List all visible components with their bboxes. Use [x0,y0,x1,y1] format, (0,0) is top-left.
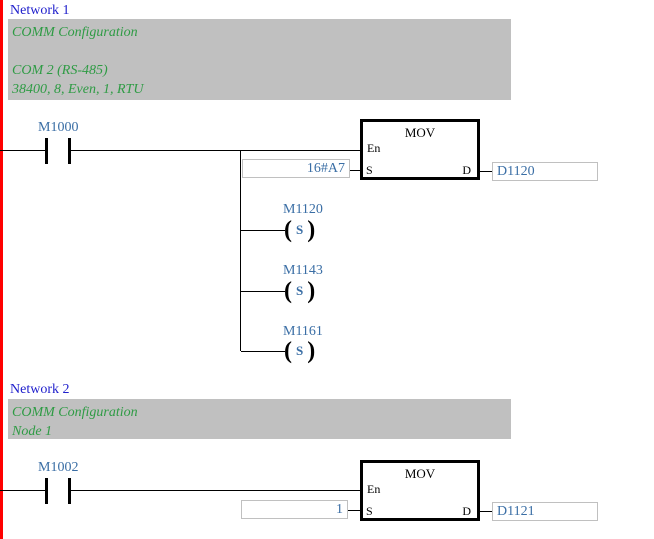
contact-operand-label[interactable]: M1002 [38,460,79,475]
comment-line [12,42,511,61]
coil-operand-label[interactable]: M1120 [283,202,323,217]
d-operand-box[interactable]: D1121 [492,502,598,521]
s-pin-wire [350,170,360,171]
comment-line: 38400, 8, Even, 1, RTU [12,82,144,97]
mov-function-block[interactable]: MOV En S D [360,119,480,180]
coil-stub-wire [241,230,285,231]
set-coil-symbol[interactable]: S [284,280,315,302]
network-2-title[interactable]: Network 2 [10,382,70,397]
rung1-wire-left [0,150,45,151]
coil-stub-wire [241,291,285,292]
comment-line: COM 2 (RS-485) [12,63,108,78]
network-1-title[interactable]: Network 1 [10,3,70,18]
pin-s-label: S [366,163,373,177]
s-operand-box[interactable]: 1 [241,500,348,519]
pin-s-label: S [366,504,373,518]
coil-modifier: S [296,283,304,298]
network-1-comment-box[interactable]: COMM Configuration COM 2 (RS-485) 38400,… [8,19,511,100]
mov-function-block[interactable]: MOV En S D [360,460,480,521]
rung1-branch-wire [240,150,241,351]
no-contact-symbol[interactable] [68,478,71,504]
s-pin-wire [348,510,360,511]
comment-line: COMM Configuration [12,405,138,420]
set-coil-symbol[interactable]: S [284,219,315,241]
d-operand-box[interactable]: D1120 [492,162,598,181]
rung2-wire-left [0,490,45,491]
contact-operand-label[interactable]: M1000 [38,120,79,135]
pin-en-label: En [367,141,381,155]
coil-modifier: S [296,343,304,358]
pin-d-label: D [462,504,471,518]
power-rail [0,0,3,539]
d-pin-wire [480,171,492,172]
rung1-wire-right [71,150,360,151]
pin-en-label: En [367,482,381,496]
s-operand-box[interactable]: 16#A7 [242,159,350,178]
comment-line: Node 1 [12,424,53,439]
block-title: MOV [404,125,436,140]
coil-modifier: S [296,222,304,237]
block-title: MOV [404,466,436,481]
no-contact-symbol[interactable] [45,478,48,504]
no-contact-symbol[interactable] [45,138,48,164]
d-pin-wire [480,511,492,512]
coil-stub-wire [241,351,285,352]
no-contact-symbol[interactable] [68,138,71,164]
comment-line: COMM Configuration [12,25,138,40]
set-coil-symbol[interactable]: S [284,340,315,362]
pin-d-label: D [462,163,471,177]
coil-operand-label[interactable]: M1161 [283,324,323,339]
rung2-wire-right [71,490,360,491]
network-2-comment-box[interactable]: COMM Configuration Node 1 [8,399,511,439]
coil-operand-label[interactable]: M1143 [283,263,323,278]
